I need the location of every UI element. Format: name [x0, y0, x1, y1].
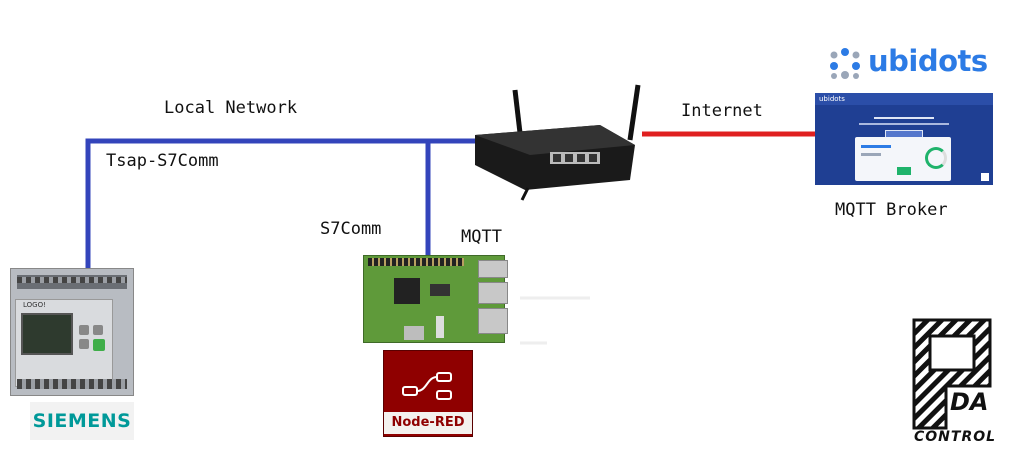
- siemens-logo: SIEMENS: [30, 402, 134, 440]
- broker-page-logo: ubidots: [819, 95, 845, 103]
- ubidots-logo: ubidots: [868, 44, 988, 78]
- tsap-label: Tsap-S7Comm: [106, 151, 219, 171]
- pda-control-label: CONTROL: [914, 429, 997, 445]
- router-icon: [475, 84, 641, 201]
- local-network-label: Local Network: [164, 98, 298, 118]
- mqtt-broker-screenshot: ubidots: [815, 93, 993, 185]
- siemens-plc: LOGO!: [10, 268, 134, 396]
- pda-letters: DA: [950, 388, 989, 416]
- ubidots-dots-icon: [830, 48, 860, 79]
- node-red-logo: Node-RED: [383, 350, 473, 437]
- internet-label: Internet: [681, 101, 763, 121]
- mqtt-broker-label: MQTT Broker: [835, 200, 948, 220]
- plc-model-label: LOGO!: [23, 301, 46, 309]
- node-red-label: Node-RED: [384, 412, 472, 434]
- local-network-link: [85, 138, 475, 280]
- s7comm-label: S7Comm: [320, 219, 382, 239]
- node-red-flow-icon: [402, 372, 452, 400]
- pda-control-logo-icon: [912, 318, 992, 430]
- raspberry-pi-board: [363, 255, 508, 343]
- mqtt-label: MQTT: [461, 227, 502, 247]
